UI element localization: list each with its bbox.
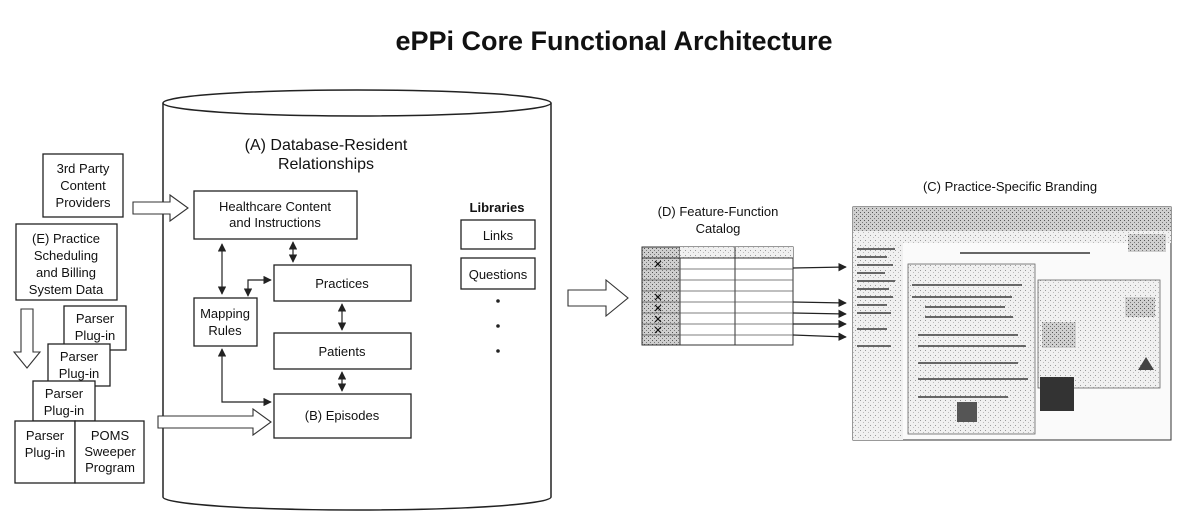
parser-plugin-line2: Plug-in (25, 445, 65, 460)
parser-plugin-front-line2: Plug-in (44, 403, 84, 418)
healthcare-content-box (193, 190, 358, 240)
parser-plugin-back-line2: Plug-in (75, 328, 115, 343)
parser-plugin-back (63, 305, 127, 351)
parser-plugin-line1: Parser (26, 428, 65, 443)
parser-plugin-mid (47, 343, 111, 387)
poms-sweeper-box (74, 420, 145, 484)
practice-system-box (15, 223, 118, 301)
practice-system-line1: (E) Practice (32, 231, 100, 246)
healthcare-content-line2: and Instructions (229, 215, 321, 230)
catalog-heading-line2: Catalog (696, 221, 741, 236)
patients-label: Patients (319, 344, 366, 359)
more-libraries-ellipsis (496, 299, 500, 353)
branded-screenshot (852, 206, 1172, 441)
practices-label: Practices (315, 276, 369, 291)
practice-system-line3: and Billing (36, 265, 96, 280)
parser-plugin-back-line1: Parser (76, 311, 115, 326)
mapping-rules-line1: Mapping (200, 306, 250, 321)
practice-to-parser-arrow (12, 308, 42, 369)
healthcare-content-line1: Healthcare Content (219, 199, 331, 214)
database-heading-line2: Relationships (278, 156, 374, 173)
catalog-table (641, 246, 794, 346)
poms-to-episodes-arrow (157, 407, 272, 437)
parser-plugin-front-line1: Parser (45, 386, 84, 401)
parser-plugin-box (14, 420, 76, 484)
poms-sweeper-line2: Sweeper (84, 444, 136, 459)
third-party-box (42, 153, 124, 218)
parser-plugin-mid-line1: Parser (60, 349, 99, 364)
parser-plugin-mid-line2: Plug-in (59, 366, 99, 381)
questions-box (460, 257, 536, 290)
links-box (460, 219, 536, 250)
practices-box (273, 264, 412, 302)
catalog-branding-arrow-5 (792, 332, 847, 341)
poms-sweeper-line3: Program (85, 460, 135, 475)
third-party-line1: 3rd Party (57, 161, 110, 176)
episodes-box (273, 393, 412, 439)
branding-heading: (C) Practice-Specific Branding (923, 179, 1097, 194)
catalog-heading-line1: (D) Feature-Function (658, 204, 779, 219)
episodes-label: (B) Episodes (305, 408, 380, 423)
libraries-heading: Libraries (470, 200, 525, 215)
questions-label: Questions (469, 267, 528, 282)
catalog-branding-arrow-3 (792, 309, 847, 319)
catalog-branding-arrow-1 (792, 262, 847, 272)
practice-system-line4: System Data (29, 282, 104, 297)
diagram-title: ePPi Core Functional Architecture (395, 26, 832, 56)
third-party-line2: Content (60, 178, 106, 193)
third-party-to-db-arrow (132, 193, 189, 223)
mapping-practices-arrow (243, 275, 272, 297)
db-to-catalog-arrow (567, 278, 629, 318)
mapping-rules-box (193, 297, 258, 347)
catalog-branding-arrow-2 (792, 298, 847, 308)
mapping-episodes-arrow (217, 348, 272, 407)
database-heading-line1: (A) Database-Resident (245, 137, 408, 154)
links-label: Links (483, 228, 514, 243)
mapping-rules-line2: Rules (208, 323, 242, 338)
patients-box (273, 332, 412, 370)
practice-system-line2: Scheduling (34, 248, 98, 263)
parser-plugin-front (32, 380, 96, 422)
poms-sweeper-line1: POMS (91, 428, 130, 443)
third-party-line3: Providers (56, 195, 111, 210)
